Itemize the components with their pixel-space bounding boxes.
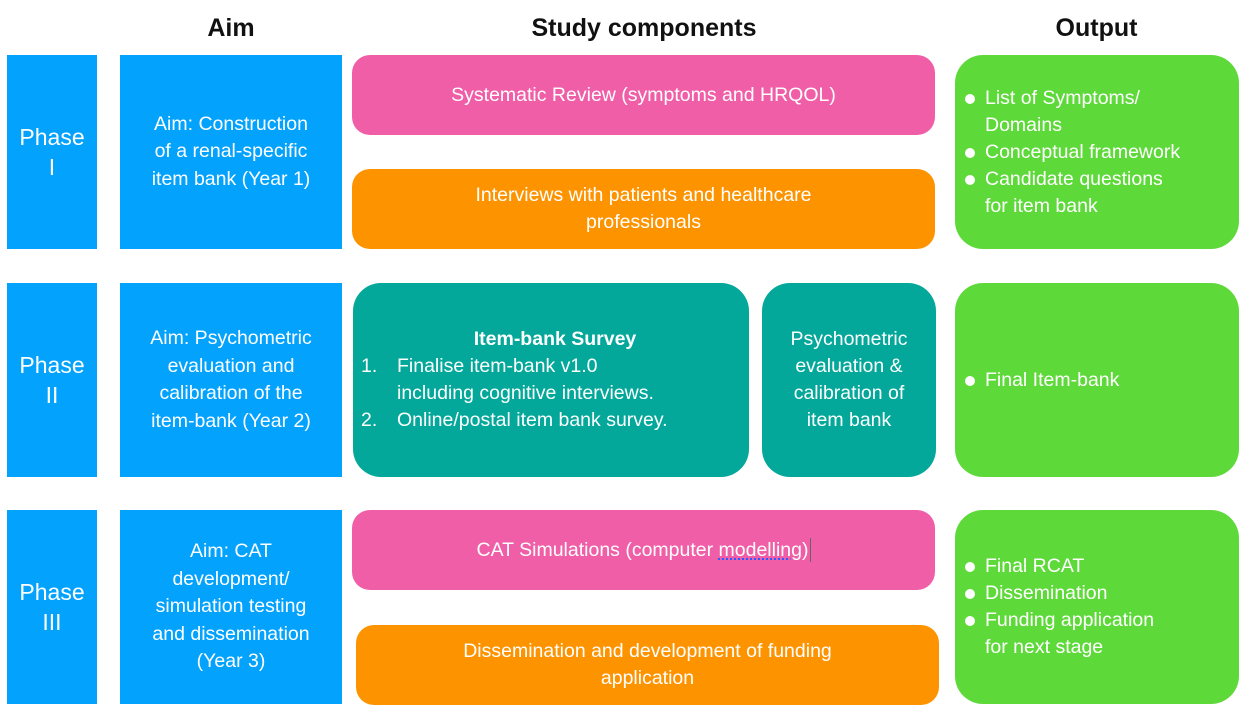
component-text: Systematic Review (symptoms and HRQOL) [451, 83, 836, 106]
output-item: Final RCAT [965, 553, 1154, 580]
component-text: Dissemination and development of funding [463, 640, 832, 662]
phase-1-label: Phase I [7, 55, 97, 249]
aim-line: development/ [172, 567, 290, 590]
aim-line: and dissemination [152, 622, 310, 645]
phase-word: Phase [19, 579, 85, 605]
item-bank-survey-box: Item-bank Survey 1.Finalise item-bank v1… [353, 283, 749, 477]
component-text: evaluation & [795, 355, 903, 377]
phase-word: Phase [19, 352, 85, 378]
component-text: item bank [806, 409, 892, 431]
aim-line: Aim: Psychometric [150, 327, 312, 349]
aim-line: of a renal-specific [154, 140, 308, 163]
phase-2-label: Phase II [7, 283, 97, 477]
phase-number: II [45, 382, 59, 408]
header-aim: Aim [207, 14, 255, 42]
bullet-icon [965, 562, 975, 572]
aim-line: calibration of the [159, 382, 303, 404]
psychometric-evaluation-box: Psychometric evaluation & calibration of… [762, 283, 936, 477]
component-text: Psychometric [790, 328, 908, 350]
component-text: Interviews with patients and healthcare [475, 184, 812, 206]
component-text: application [600, 667, 695, 689]
component-text[interactable]: CAT Simulations (computer modelling) [476, 538, 811, 563]
survey-step: 2.Online/postal item bank survey. [361, 409, 668, 431]
phase-2-aim: Aim: Psychometric evaluation and calibra… [120, 283, 342, 477]
component-text: calibration of [793, 382, 905, 404]
phase-3-aim: Aim: CAT development/ simulation testing… [120, 510, 342, 704]
output-item: List of Symptoms/Domains [965, 85, 1180, 139]
output-item: Dissemination [965, 580, 1154, 607]
aim-line: item-bank (Year 2) [151, 409, 311, 432]
phase-number: III [42, 609, 62, 635]
phase-1-output: List of Symptoms/Domains Conceptual fram… [955, 55, 1239, 249]
phase-2-output: Final Item-bank [955, 283, 1239, 477]
phase-number: I [48, 154, 56, 180]
systematic-review-box: Systematic Review (symptoms and HRQOL) [352, 55, 935, 135]
aim-line: Aim: Construction [154, 112, 308, 135]
aim-line: Aim: CAT [190, 540, 272, 563]
output-item: Final Item-bank [965, 367, 1119, 394]
bullet-icon [965, 93, 975, 104]
dissemination-box: Dissemination and development of funding… [356, 625, 939, 705]
bullet-icon [965, 147, 975, 158]
spellcheck-flagged-word[interactable]: modelling [718, 538, 802, 561]
output-item: Conceptual framework [965, 139, 1180, 166]
phase-1-aim: Aim: Construction of a renal-specific it… [120, 55, 342, 249]
output-list: Final Item-bank [965, 367, 1119, 394]
aim-line: item bank (Year 1) [151, 167, 311, 190]
aim-line: evaluation and [167, 354, 295, 377]
output-list: Final RCAT Dissemination Funding applica… [965, 553, 1154, 661]
output-list: List of Symptoms/Domains Conceptual fram… [965, 85, 1180, 220]
header-output: Output [1055, 14, 1138, 42]
bullet-icon [965, 616, 975, 626]
cat-simulations-box[interactable]: CAT Simulations (computer modelling) [352, 510, 935, 590]
survey-title: Item-bank Survey [473, 328, 637, 350]
bullet-icon [965, 174, 975, 185]
aim-line: (Year 3) [196, 650, 266, 673]
bullet-icon [965, 375, 975, 386]
phase-word: Phase [19, 124, 85, 150]
text-cursor [809, 538, 811, 563]
phase-3-label: Phase III [7, 510, 97, 704]
aim-line: simulation testing [155, 595, 307, 618]
header-study-components: Study components [531, 14, 757, 42]
bullet-icon [965, 589, 975, 599]
component-text: professionals [586, 211, 701, 233]
interviews-box: Interviews with patients and healthcare … [352, 169, 935, 249]
phase-3-output: Final RCAT Dissemination Funding applica… [955, 510, 1239, 704]
